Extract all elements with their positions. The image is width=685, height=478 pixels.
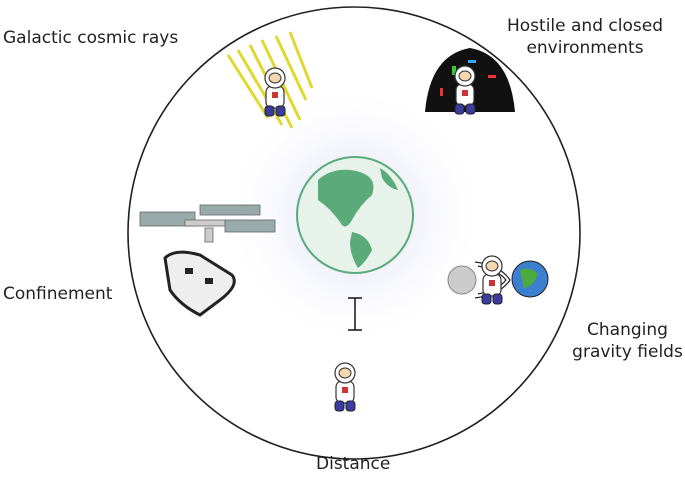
- astronaut-icon: [334, 362, 356, 412]
- label-confinement: Confinement: [3, 284, 113, 304]
- outer-circle: [127, 6, 581, 460]
- capsule-icon: [163, 250, 236, 317]
- earth-icon: [296, 156, 414, 274]
- astronaut-icon: [481, 255, 503, 305]
- label-hostile-line1: Hostile and closed: [507, 16, 663, 36]
- label-hostile-line2: environments: [526, 38, 644, 58]
- label-distance: Distance: [316, 454, 391, 474]
- space-station-icon: [139, 204, 276, 243]
- label-gravity-line2: gravity fields: [572, 342, 683, 362]
- label-cosmic-rays: Galactic cosmic rays: [3, 28, 179, 48]
- label-hostile: Hostile and closed environments: [500, 15, 670, 59]
- astronaut-icon: [264, 67, 286, 117]
- label-gravity: Changing gravity fields: [570, 319, 685, 363]
- gravity-icon: [447, 260, 549, 299]
- label-gravity-line1: Changing: [587, 320, 668, 340]
- distance-marker-icon: [348, 297, 362, 331]
